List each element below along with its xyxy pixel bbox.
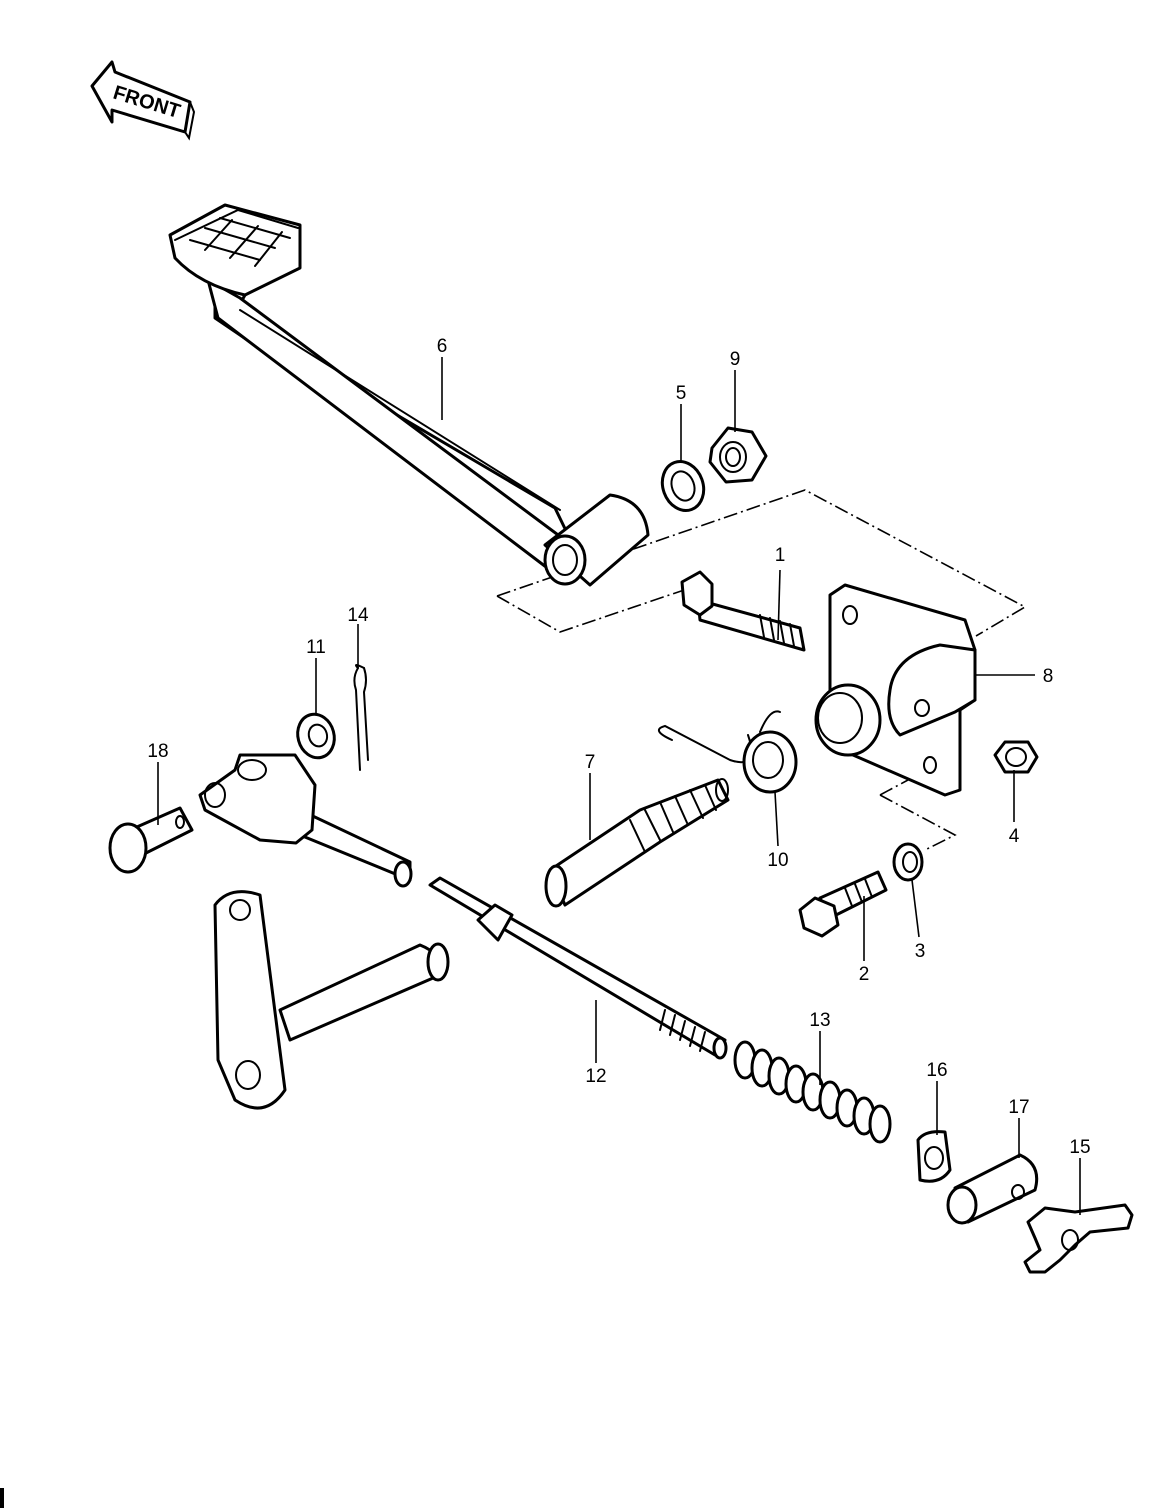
callout-18: 18	[147, 741, 168, 762]
callout-numbers: 1 2 3 4 5 6 7 8 9 10 11 12 13 14 15 16 1…	[147, 336, 1090, 1158]
part-5-washer	[660, 460, 706, 512]
part-7-pivot-shaft	[544, 778, 730, 908]
part-2-bolt	[798, 870, 888, 938]
part-10-return-spring	[657, 710, 798, 794]
callout-10: 10	[767, 850, 788, 871]
callout-8: 8	[1043, 666, 1054, 687]
callout-11: 11	[306, 637, 326, 658]
part-15-wing-nut	[1023, 1203, 1134, 1274]
part-12-brake-rod	[428, 876, 728, 1060]
part-3-circlip	[892, 842, 924, 882]
callout-2: 2	[859, 964, 870, 985]
part-6-brake-pedal	[168, 203, 650, 587]
part-13-compression-spring	[733, 1040, 892, 1144]
part-4-nut	[993, 740, 1039, 774]
part-1-bolt	[680, 570, 806, 652]
callout-12: 12	[585, 1066, 606, 1087]
callout-9: 9	[730, 349, 741, 370]
part-17-joint-pin	[946, 1153, 1039, 1225]
callout-3: 3	[915, 941, 926, 962]
callout-15: 15	[1069, 1137, 1090, 1158]
callout-13: 13	[809, 1010, 830, 1031]
front-arrow-icon: FRONT	[90, 60, 196, 141]
callout-7: 7	[585, 752, 596, 773]
callout-5: 5	[676, 383, 687, 404]
leader-lines	[157, 357, 1081, 1215]
part-18-clevis-pin	[108, 806, 194, 874]
part-11-washer	[296, 712, 336, 760]
callout-16: 16	[926, 1060, 947, 1081]
part-9-cap-nut	[708, 426, 768, 484]
brake-arm	[213, 890, 450, 1110]
part-8-bracket	[814, 583, 977, 797]
clevis-joint	[198, 753, 413, 888]
callout-14: 14	[347, 605, 369, 626]
callout-17: 17	[1008, 1097, 1029, 1118]
callout-6: 6	[437, 336, 448, 357]
assembly-lines	[496, 489, 1027, 851]
part-14-cotter-pin	[353, 664, 369, 771]
part-16-washer	[916, 1130, 952, 1183]
callout-1: 1	[775, 545, 786, 566]
scan-edge-mark	[0, 1488, 4, 1508]
callout-4: 4	[1009, 826, 1020, 847]
